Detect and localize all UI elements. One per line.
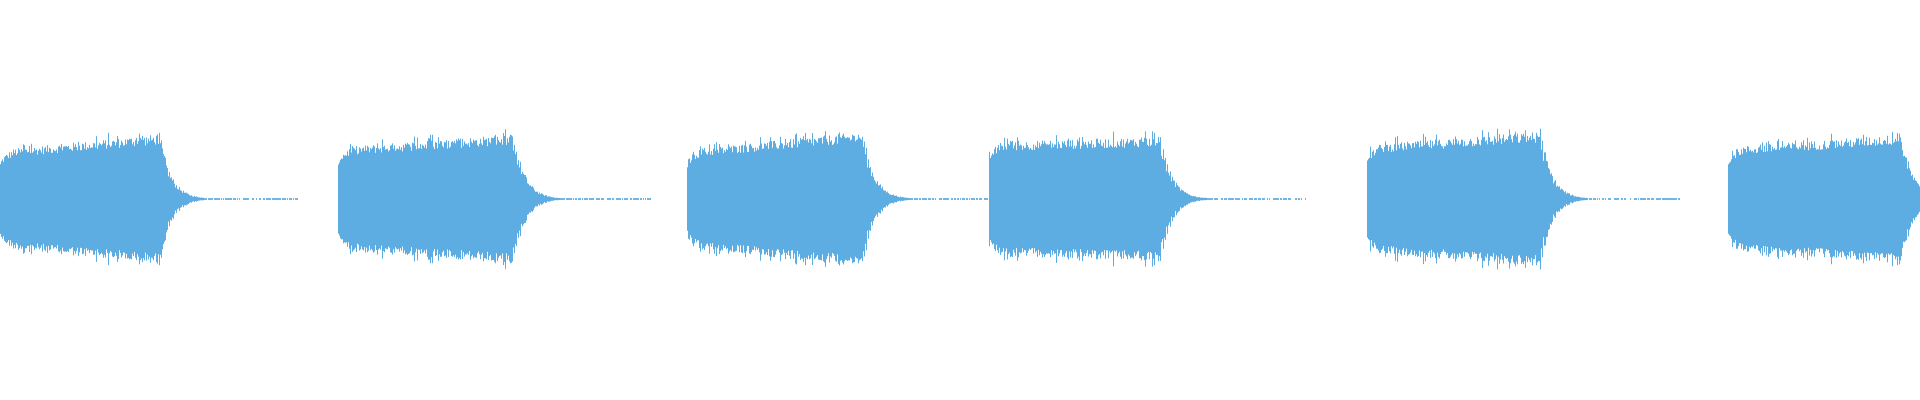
waveform-burst-1 <box>0 132 298 266</box>
waveform-burst-4 <box>989 131 1306 267</box>
waveform-burst-5 <box>1367 128 1680 270</box>
waveform-burst-2 <box>338 129 651 269</box>
waveform-burst-3 <box>687 131 988 267</box>
waveform-burst-6 <box>1728 131 1920 267</box>
